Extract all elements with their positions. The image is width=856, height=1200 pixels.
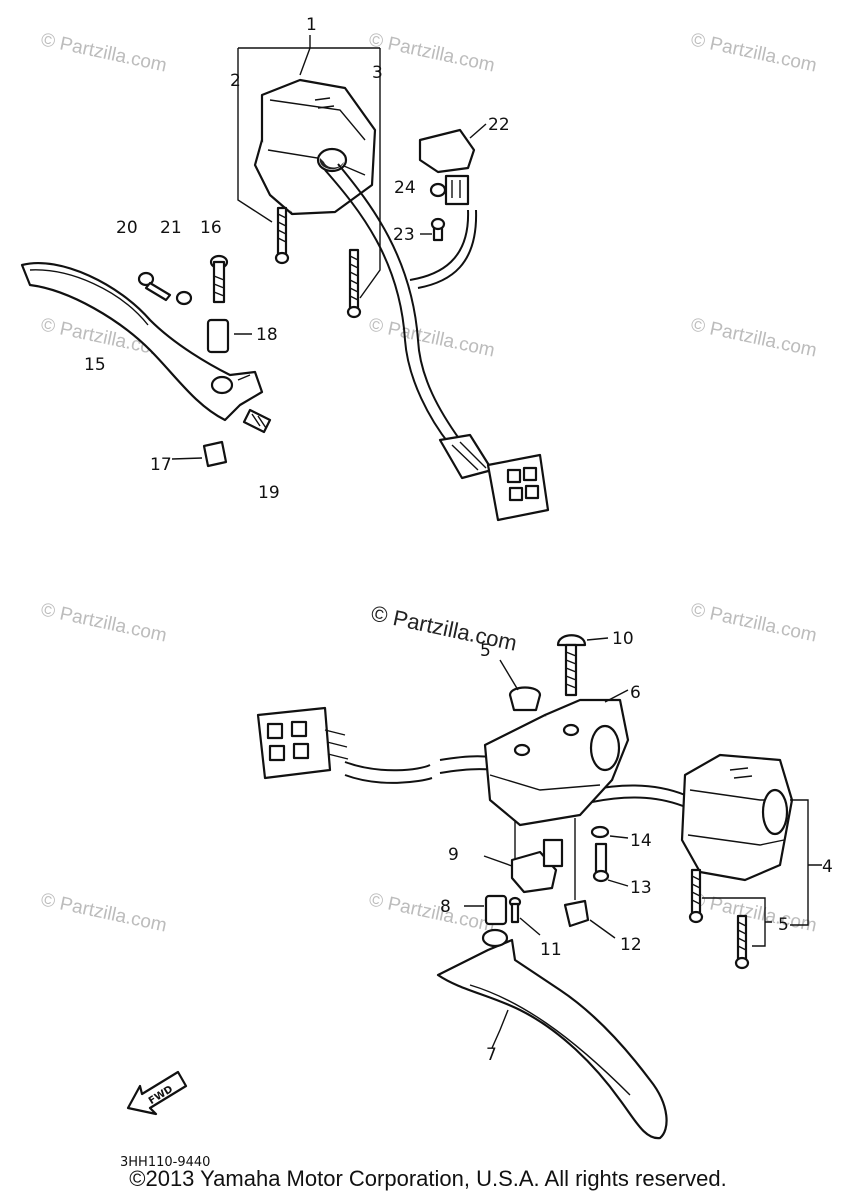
- leader-lines-lower: [491, 818, 576, 1049]
- bolt-16: [209, 254, 229, 304]
- callout-16: 16: [200, 218, 222, 238]
- screw-3: [346, 248, 362, 319]
- lever-15: [20, 261, 264, 422]
- callout-10: 10: [612, 629, 634, 649]
- callout-5: 5: [778, 915, 789, 935]
- callout-17: 17: [150, 455, 172, 475]
- screw-2: [274, 206, 290, 265]
- diagram-code: 3HH110-9440: [120, 1155, 211, 1170]
- watermark: © Partzilla.com: [689, 29, 819, 76]
- lower-connector-plug: [256, 706, 349, 780]
- watermark: © Partzilla.com: [367, 29, 497, 76]
- callout-11: 11: [540, 940, 562, 960]
- callout-labels: 1 2 3 22 24 23 20 21 16 18 15 17 19 10 5…: [84, 15, 833, 1065]
- watermark: © Partzilla.com: [39, 889, 169, 936]
- callout-21: 21: [160, 218, 182, 238]
- callout-7: 7: [486, 1045, 497, 1065]
- watermark: © Partzilla.com: [367, 889, 497, 936]
- callout-13: 13: [630, 878, 652, 898]
- collar-8: [464, 894, 508, 926]
- screw-10: [556, 634, 609, 697]
- callout-14: 14: [630, 831, 652, 851]
- callout-24: 24: [394, 178, 416, 198]
- nut-21: [175, 290, 193, 306]
- callout-15: 15: [84, 355, 106, 375]
- watermark: © Partzilla.com: [367, 314, 497, 361]
- callout-9: 9: [448, 845, 459, 865]
- screw-5b: [702, 897, 772, 970]
- callout-3: 3: [372, 63, 383, 83]
- handlebar-switch-lower: [680, 753, 822, 926]
- callout-18: 18: [256, 325, 278, 345]
- callout-20: 20: [116, 218, 138, 238]
- upper-cable: [324, 163, 494, 480]
- callout-4: 4: [822, 857, 833, 877]
- switch-22: [418, 123, 487, 206]
- switch-9: [483, 838, 564, 894]
- callout-bracket-1: [237, 35, 381, 299]
- watermark: © Partzilla.com: [39, 599, 169, 646]
- watermark: © Partzilla.com: [39, 29, 169, 76]
- watermark: © Partzilla.com: [689, 599, 819, 646]
- upper-connector-plug: [486, 453, 550, 522]
- washer-14: [590, 825, 629, 839]
- watermark: © Partzilla.com: [689, 314, 819, 361]
- nut-24: [429, 182, 447, 198]
- collar-18: [206, 318, 252, 354]
- callout-19: 19: [258, 483, 280, 503]
- callout-2: 2: [230, 71, 241, 91]
- callout-12: 12: [620, 935, 642, 955]
- callout-8: 8: [440, 897, 451, 917]
- nut-17: [171, 440, 228, 468]
- callout-23: 23: [393, 225, 415, 245]
- handlebar-switch-upper: [253, 78, 377, 216]
- spring-19: [242, 408, 272, 434]
- watermark-center: © Partzilla.com: [369, 600, 519, 655]
- bolt-20: [137, 271, 172, 302]
- lever-7: [436, 928, 668, 1140]
- screw-13: [592, 842, 629, 887]
- watermark: © Partzilla.com: [689, 889, 819, 936]
- screw-11: [508, 896, 541, 936]
- callout-6: 6: [630, 683, 641, 703]
- screw-23: [420, 217, 446, 242]
- nut-12: [563, 899, 616, 939]
- copyright-notice: ©2013 Yamaha Motor Corporation, U.S.A. A…: [129, 1166, 727, 1191]
- callout-1: 1: [306, 15, 317, 35]
- cap-25: [499, 659, 542, 712]
- callout-25: 5: [480, 641, 491, 661]
- master-cylinder-6: [483, 689, 630, 827]
- fwd-arrow-icon: FWD: [126, 1070, 188, 1116]
- callout-22: 22: [488, 115, 510, 135]
- screw-5a: [688, 868, 704, 924]
